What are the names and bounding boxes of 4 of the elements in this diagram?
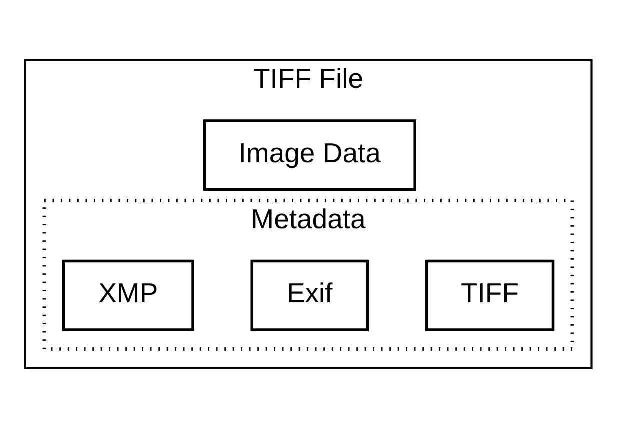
node-box: XMP — [62, 260, 194, 332]
node-box: Image Data — [203, 120, 416, 192]
node-box: TIFF — [425, 260, 555, 332]
node-box: Exif — [250, 260, 369, 332]
